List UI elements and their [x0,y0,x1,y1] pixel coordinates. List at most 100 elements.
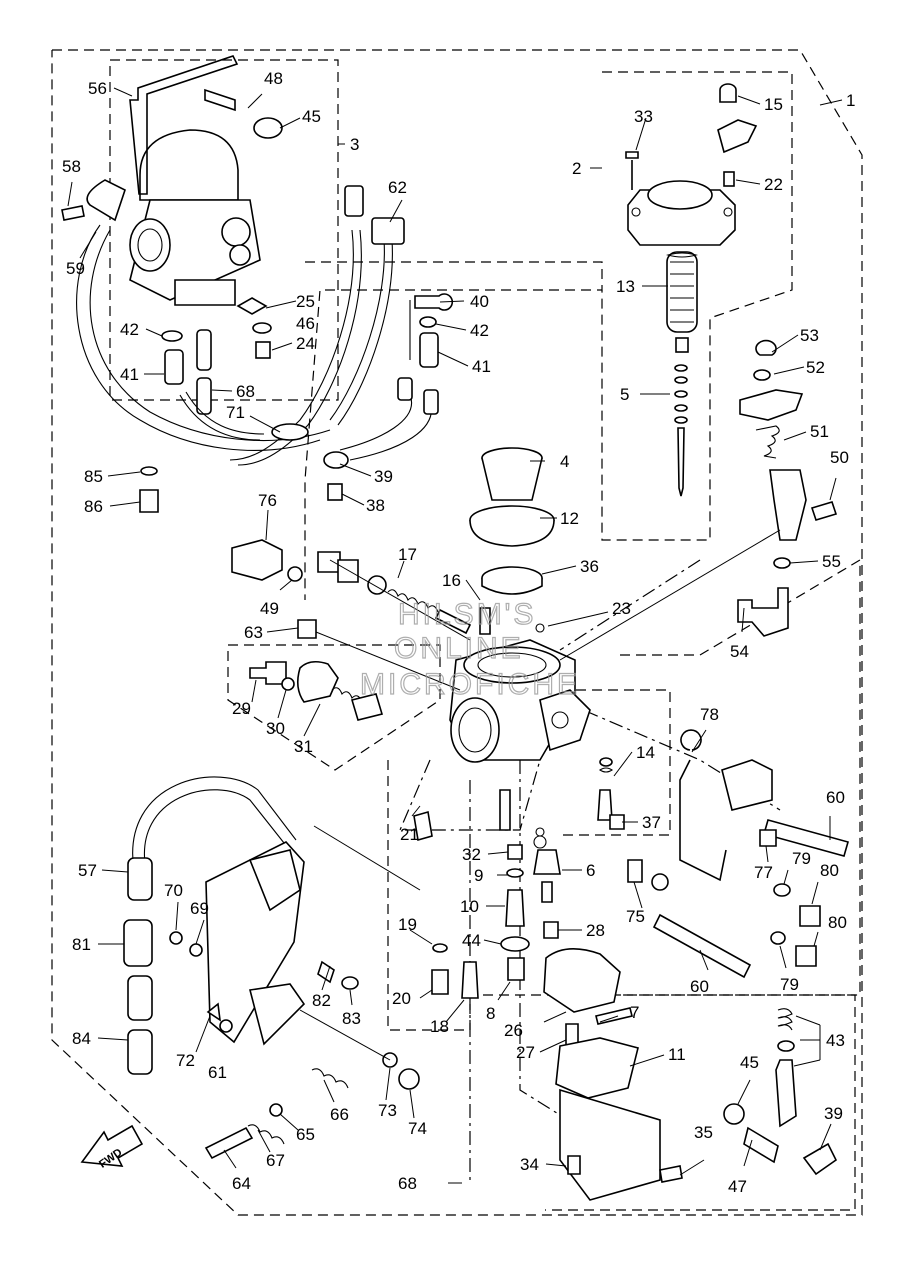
callout-70: 70 [164,881,183,900]
throttle-frame [620,558,861,996]
callout-75: 75 [626,907,645,926]
callout-76: 76 [258,491,277,510]
callout-46: 46 [296,314,315,333]
fwd-arrow: FWD [80,1124,144,1171]
callout-26: 26 [504,1021,523,1040]
callout-51: 51 [810,422,829,441]
callout-43: 43 [826,1031,845,1050]
callout-69: 69 [190,899,209,918]
callout-39a: 39 [374,467,393,486]
callout-60a: 60 [826,788,845,807]
callout-59: 59 [66,259,85,278]
callout-73: 73 [378,1101,397,1120]
watermark-line-3: MICROFICHE [360,668,580,701]
callout-24: 24 [296,334,315,353]
callout-41a: 41 [120,365,139,384]
callout-44: 44 [462,931,481,950]
callout-15: 15 [764,95,783,114]
assy-line-2 [399,759,541,831]
accel-pump-group [231,539,545,691]
callout-49: 49 [260,599,279,618]
callout-45b: 45 [740,1053,759,1072]
callout-11: 11 [668,1045,686,1064]
callout-78: 78 [700,705,719,724]
callout-81: 81 [72,935,91,954]
callout-57: 57 [78,861,97,880]
callout-63: 63 [244,623,263,642]
callout-42a: 42 [120,320,139,339]
pilot-screw-group [249,660,384,721]
callout-35: 35 [694,1123,713,1142]
callout-4: 4 [560,452,569,471]
callout-5: 5 [620,385,629,404]
callout-19: 19 [398,915,417,934]
callout-60b: 60 [690,977,709,996]
callout-86: 86 [84,497,103,516]
callout-16: 16 [442,571,461,590]
callout-8: 8 [486,1004,495,1023]
main-assembly-frame [51,49,863,1216]
callout-leaders [67,87,843,1184]
callout-27: 27 [516,1043,535,1062]
body-frame [304,261,603,600]
callout-55: 55 [822,552,841,571]
callout-42b: 42 [470,321,489,340]
diaphragm-group [469,447,555,595]
throttle-bracket-group [123,776,421,1160]
callout-47: 47 [728,1177,747,1196]
callout-83: 83 [342,1009,361,1028]
pilot-screw-frame [227,644,441,771]
callout-85: 85 [84,467,103,486]
callout-1: 1 [846,91,855,110]
callout-28: 28 [586,921,605,940]
callout-48: 48 [264,69,283,88]
callout-18: 18 [430,1017,449,1036]
callout-84: 84 [72,1029,91,1048]
callout-54: 54 [730,642,749,661]
needle-jet-parts [597,757,625,830]
callout-17: 17 [398,545,417,564]
callout-37: 37 [642,813,661,832]
callout-68a: 68 [236,382,255,401]
callout-33: 33 [634,107,653,126]
callout-23: 23 [612,599,631,618]
callout-13: 13 [616,277,635,296]
callout-32: 32 [462,845,481,864]
callout-71: 71 [226,403,245,422]
callout-52: 52 [806,358,825,377]
callout-31: 31 [294,737,313,756]
callout-82: 82 [312,991,331,1010]
top-cover-group [625,83,758,246]
callout-65: 65 [296,1125,315,1144]
callout-29: 29 [232,699,251,718]
float-chamber-group [543,948,683,1201]
lower-right-parts [723,1008,838,1176]
callout-2: 2 [572,159,581,178]
jets-group [413,810,561,999]
watermark: HILSM'S ONLINE MICROFICHE [359,597,580,701]
needle-jet-frame [560,689,671,836]
callout-6: 6 [586,861,595,880]
callout-50: 50 [830,448,849,467]
callout-68b: 68 [398,1174,417,1193]
top-cover-frame [601,71,793,541]
throttle-linkage [559,339,838,661]
callout-56: 56 [88,79,107,98]
callout-80b: 80 [828,913,847,932]
throttle-adjust-group [627,729,849,979]
needle-spring-group [665,251,699,497]
callout-10: 10 [460,897,479,916]
watermark-line-1: HILSM'S [398,598,536,631]
callout-20: 20 [392,989,411,1008]
callout-labels: 1 2 3 4 5 6 7 8 9 10 11 12 13 14 15 16 1… [62,69,855,1196]
callout-74: 74 [408,1119,427,1138]
callout-62: 62 [388,178,407,197]
callout-22: 22 [764,175,783,194]
callout-80a: 80 [820,861,839,880]
callout-58: 58 [62,157,81,176]
callout-45a: 45 [302,107,321,126]
callout-79b: 79 [780,975,799,994]
callout-21: 21 [400,825,419,844]
callout-61: 61 [208,1063,227,1082]
